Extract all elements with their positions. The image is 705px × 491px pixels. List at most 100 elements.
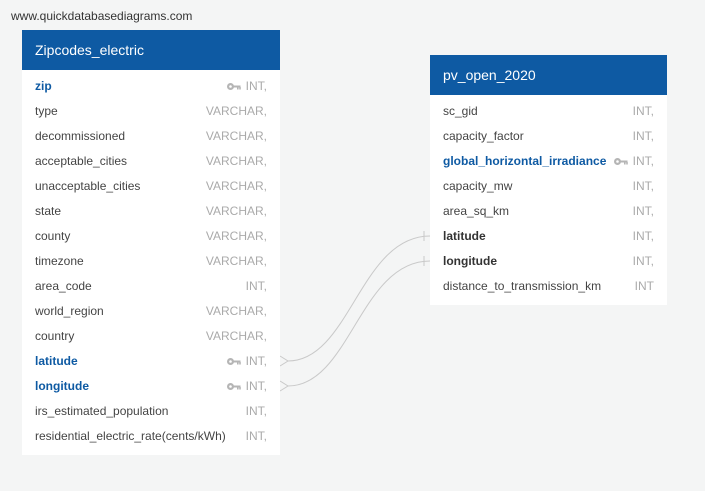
field-type-label: INT,: [632, 179, 654, 193]
field-row[interactable]: distance_to_transmission_km INT: [430, 274, 667, 299]
field-type: INT,: [246, 424, 267, 449]
watermark: www.quickdatabasediagrams.com: [11, 9, 193, 23]
field-name: zip: [35, 79, 52, 93]
field-row[interactable]: longitude INT,: [22, 374, 280, 399]
field-type-label: INT,: [245, 279, 267, 293]
field-name: distance_to_transmission_km: [443, 279, 602, 293]
field-row[interactable]: sc_gid INT,: [430, 99, 667, 124]
field-type: INT,: [226, 349, 267, 374]
field-row[interactable]: capacity_mw INT,: [430, 174, 667, 199]
field-type-label: VARCHAR,: [205, 204, 267, 218]
field-name: sc_gid: [443, 104, 478, 118]
field-row[interactable]: latitude INT,: [430, 224, 667, 249]
field-type-label: VARCHAR,: [205, 254, 267, 268]
key-icon: [613, 157, 633, 166]
field-name: latitude: [35, 354, 78, 368]
field-name: county: [35, 229, 71, 243]
field-type-label: VARCHAR,: [205, 129, 267, 143]
field-name: country: [35, 329, 75, 343]
field-type: VARCHAR,: [206, 149, 267, 174]
field-type: INT,: [246, 274, 267, 299]
field-type-label: INT,: [245, 79, 267, 93]
field-type: VARCHAR,: [206, 299, 267, 324]
field-name: area_code: [35, 279, 92, 293]
field-name: acceptable_cities: [35, 154, 128, 168]
field-type-label: INT,: [632, 104, 654, 118]
field-name: irs_estimated_population: [35, 404, 169, 418]
field-type-label: INT,: [245, 379, 267, 393]
field-type-label: VARCHAR,: [205, 229, 267, 243]
field-name: longitude: [35, 379, 89, 393]
field-type: VARCHAR,: [206, 199, 267, 224]
field-type: INT,: [633, 174, 654, 199]
field-type-label: INT,: [245, 404, 267, 418]
field-type: VARCHAR,: [206, 174, 267, 199]
field-name: residential_electric_rate(cents/kWh): [35, 429, 226, 443]
field-type-label: VARCHAR,: [205, 154, 267, 168]
field-type: INT,: [633, 199, 654, 224]
field-name: state: [35, 204, 62, 218]
field-row[interactable]: irs_estimated_population INT,: [22, 399, 280, 424]
field-row[interactable]: world_region VARCHAR,: [22, 299, 280, 324]
field-name: global_horizontal_irradiance: [443, 154, 607, 168]
relationship-line-latitude: [287, 235, 431, 362]
relationship-line-longitude: [287, 260, 431, 387]
field-type-label: INT,: [632, 204, 654, 218]
field-type-label: VARCHAR,: [205, 104, 267, 118]
field-name: world_region: [35, 304, 104, 318]
field-type: INT,: [613, 149, 654, 174]
field-type: VARCHAR,: [206, 249, 267, 274]
field-row[interactable]: zip INT,: [22, 74, 280, 99]
field-type-label: VARCHAR,: [205, 304, 267, 318]
field-name: decommissioned: [35, 129, 126, 143]
field-row[interactable]: acceptable_cities VARCHAR,: [22, 149, 280, 174]
field-name: capacity_mw: [443, 179, 513, 193]
field-type: VARCHAR,: [206, 324, 267, 349]
key-icon: [226, 82, 246, 91]
field-type: INT,: [633, 99, 654, 124]
field-row[interactable]: capacity_factor INT,: [430, 124, 667, 149]
field-type: VARCHAR,: [206, 99, 267, 124]
field-name: latitude: [443, 229, 486, 243]
crowfoot-longitude: [279, 380, 289, 392]
field-name: capacity_factor: [443, 129, 524, 143]
field-row[interactable]: residential_electric_rate(cents/kWh) INT,: [22, 424, 280, 449]
field-row[interactable]: country VARCHAR,: [22, 324, 280, 349]
table-title[interactable]: pv_open_2020: [430, 55, 667, 95]
field-type-label: INT: [634, 279, 654, 293]
table-title[interactable]: Zipcodes_electric: [22, 30, 280, 70]
field-type: INT,: [226, 74, 267, 99]
field-row[interactable]: global_horizontal_irradiance INT,: [430, 149, 667, 174]
key-icon: [226, 357, 246, 366]
field-type-label: VARCHAR,: [205, 179, 267, 193]
field-type: INT,: [633, 224, 654, 249]
field-name: area_sq_km: [443, 204, 510, 218]
field-row[interactable]: county VARCHAR,: [22, 224, 280, 249]
field-row[interactable]: area_code INT,: [22, 274, 280, 299]
field-row[interactable]: type VARCHAR,: [22, 99, 280, 124]
field-type: INT,: [633, 124, 654, 149]
key-icon: [226, 382, 246, 391]
field-type: VARCHAR,: [206, 124, 267, 149]
field-type-label: INT,: [632, 254, 654, 268]
crowfoot-latitude: [279, 355, 289, 367]
field-name: type: [35, 104, 58, 118]
field-type: INT,: [246, 399, 267, 424]
field-type: INT: [635, 274, 654, 299]
field-row[interactable]: decommissioned VARCHAR,: [22, 124, 280, 149]
field-type-label: INT,: [632, 154, 654, 168]
field-row[interactable]: unacceptable_cities VARCHAR,: [22, 174, 280, 199]
field-row[interactable]: area_sq_km INT,: [430, 199, 667, 224]
field-type-label: INT,: [245, 354, 267, 368]
field-row[interactable]: latitude INT,: [22, 349, 280, 374]
field-type-label: INT,: [632, 229, 654, 243]
field-name: unacceptable_cities: [35, 179, 141, 193]
field-type: INT,: [226, 374, 267, 399]
field-type: INT,: [633, 249, 654, 274]
field-row[interactable]: state VARCHAR,: [22, 199, 280, 224]
